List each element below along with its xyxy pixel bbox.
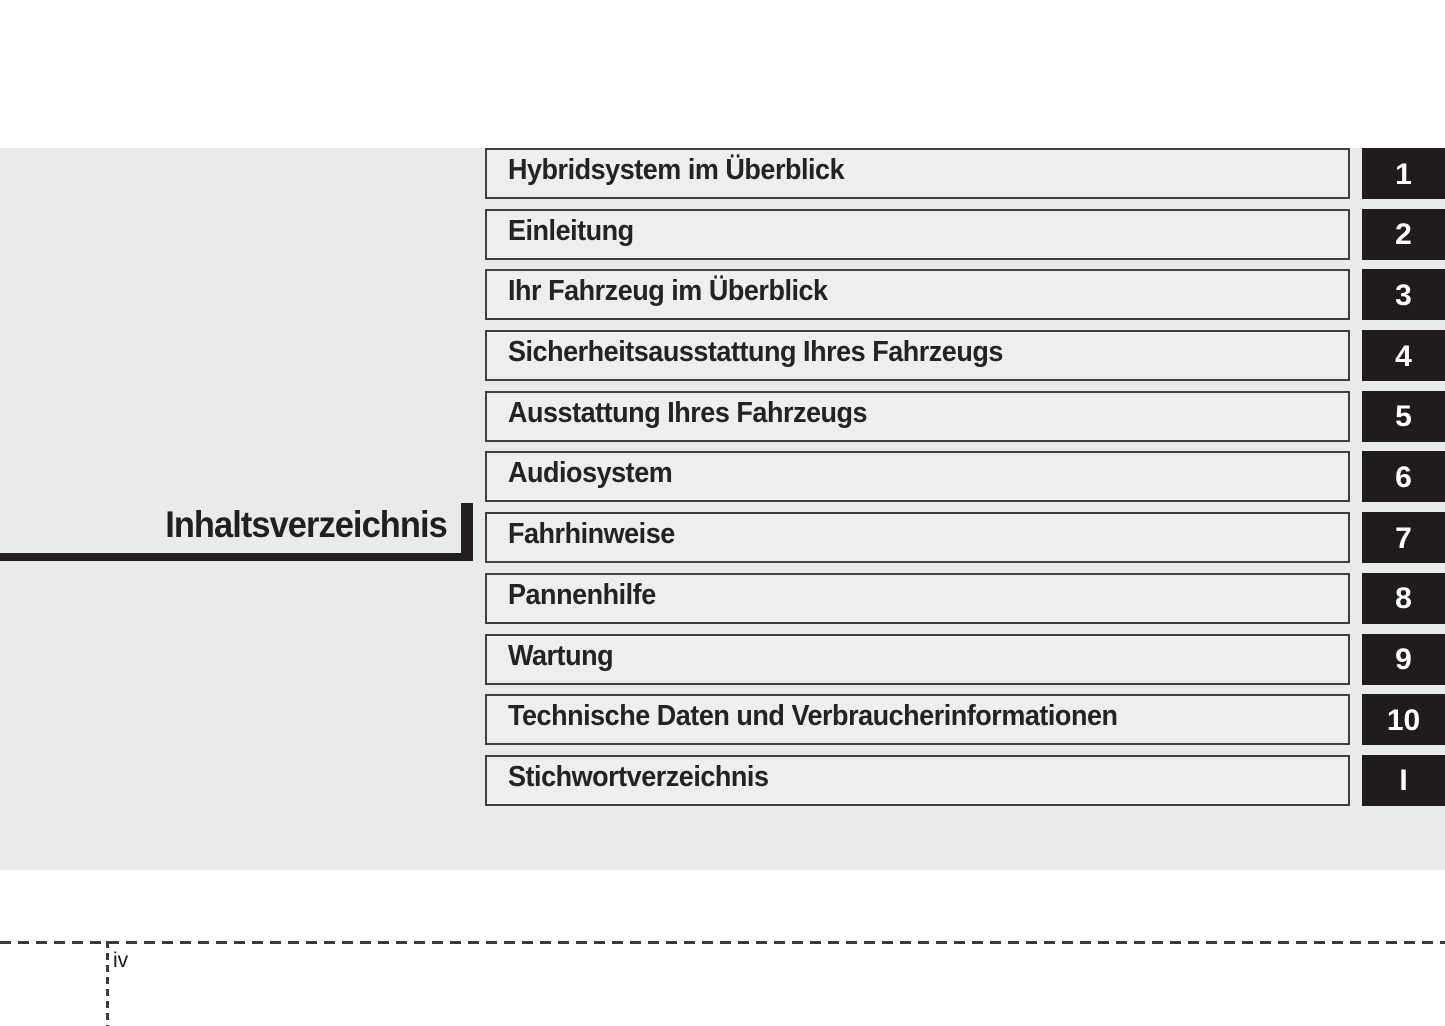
chapter-index-box: 8	[1362, 572, 1445, 624]
chapter-row: Fahrhinweise 7	[485, 512, 1445, 564]
chapter-label-box: Technische Daten und Verbraucherinformat…	[485, 694, 1350, 746]
chapter-row: Hybridsystem im Überblick 1	[485, 148, 1445, 199]
chapter-index-box: I	[1362, 754, 1445, 806]
chapter-index-box: 6	[1362, 451, 1445, 503]
chapter-label-box: Hybridsystem im Überblick	[485, 148, 1350, 199]
chapter-label: Ausstattung Ihres Fahrzeugs	[508, 396, 868, 429]
chapter-label: Ihr Fahrzeug im Überblick	[508, 275, 828, 308]
chapter-index-number: I	[1399, 764, 1408, 798]
chapter-label-box: Fahrhinweise	[485, 512, 1350, 564]
chapter-row: Ihr Fahrzeug im Überblick 3	[485, 269, 1445, 321]
chapter-label: Sicherheitsausstattung Ihres Fahrzeugs	[508, 336, 1003, 369]
chapter-row: Technische Daten und Verbraucherinformat…	[485, 694, 1445, 746]
chapter-index-number: 5	[1395, 400, 1412, 434]
chapter-label-box: Wartung	[485, 633, 1350, 685]
chapter-label-box: Ihr Fahrzeug im Überblick	[485, 269, 1350, 321]
chapter-label: Audiosystem	[508, 457, 673, 490]
chapter-index-box: 2	[1362, 208, 1445, 260]
chapter-index-box: 4	[1362, 330, 1445, 382]
chapter-index-box: 1	[1362, 148, 1445, 199]
chapter-index-number: 6	[1395, 460, 1412, 494]
chapter-label: Einleitung	[508, 214, 634, 247]
chapter-label-box: Ausstattung Ihres Fahrzeugs	[485, 390, 1350, 442]
chapter-row: Sicherheitsausstattung Ihres Fahrzeugs 4	[485, 330, 1445, 382]
chapter-label: Fahrhinweise	[508, 518, 675, 551]
chapter-label-box: Audiosystem	[485, 451, 1350, 503]
chapter-label-box: Sicherheitsausstattung Ihres Fahrzeugs	[485, 330, 1350, 382]
chapter-row: Einleitung 2	[485, 208, 1445, 260]
chapter-index-box: 10	[1362, 694, 1445, 746]
footer-dashed-line	[0, 941, 1445, 944]
chapter-label-box: Stichwortverzeichnis	[485, 754, 1350, 806]
footer-vertical-dashed-line	[106, 941, 109, 1026]
chapter-index-number: 2	[1395, 218, 1412, 252]
chapter-row: Wartung 9	[485, 633, 1445, 685]
page-number: iv	[113, 949, 129, 972]
chapter-index-box: 9	[1362, 633, 1445, 685]
chapter-index-number: 10	[1386, 703, 1421, 737]
chapter-label: Pannenhilfe	[508, 578, 656, 611]
chapter-row: Ausstattung Ihres Fahrzeugs 5	[485, 390, 1445, 442]
title-accent-bar	[461, 503, 473, 561]
chapter-index-box: 5	[1362, 390, 1445, 442]
chapter-list: Hybridsystem im Überblick 1 Einleitung 2…	[485, 148, 1445, 816]
chapter-label-box: Einleitung	[485, 208, 1350, 260]
chapter-index-number: 3	[1395, 278, 1412, 312]
chapter-label: Hybridsystem im Überblick	[508, 154, 845, 186]
chapter-label: Technische Daten und Verbraucherinformat…	[508, 700, 1118, 733]
chapter-index-box: 3	[1362, 269, 1445, 321]
chapter-index-number: 8	[1395, 582, 1412, 616]
chapter-index-number: 4	[1395, 339, 1412, 373]
chapter-index-number: 9	[1395, 643, 1412, 676]
content-panel-background	[0, 148, 1445, 870]
page-title: Inhaltsverzeichnis	[0, 504, 448, 545]
chapter-row: Pannenhilfe 8	[485, 572, 1445, 624]
chapter-label-box: Pannenhilfe	[485, 572, 1350, 624]
page-title-text: Inhaltsverzeichnis	[165, 504, 448, 545]
chapter-row: Audiosystem 6	[485, 451, 1445, 503]
chapter-index-box: 7	[1362, 512, 1445, 564]
chapter-label: Wartung	[508, 639, 614, 672]
chapter-row: Stichwortverzeichnis I	[485, 754, 1445, 806]
chapter-label: Stichwortverzeichnis	[508, 760, 769, 793]
chapter-index-number: 1	[1395, 157, 1412, 191]
chapter-index-number: 7	[1395, 521, 1412, 555]
title-underline-rule	[0, 553, 461, 561]
